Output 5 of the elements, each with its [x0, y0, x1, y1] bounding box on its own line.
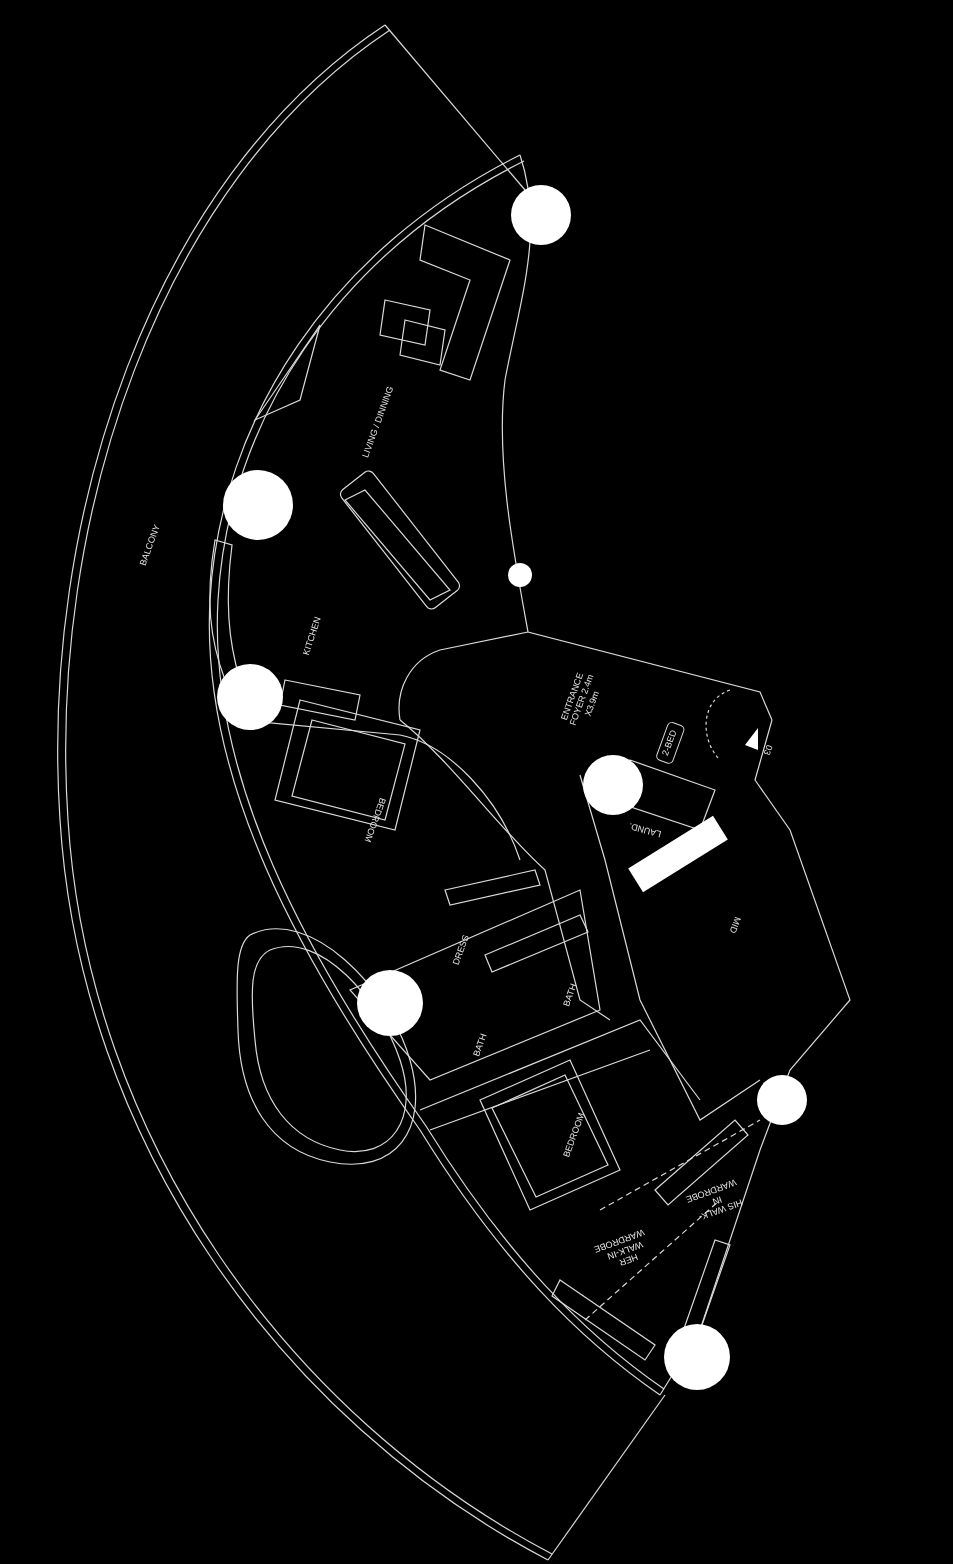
room-label: BATH — [471, 1032, 489, 1058]
room-label: MID — [727, 915, 743, 935]
room-label: LAUND. — [627, 820, 663, 840]
room-label: 03 — [761, 743, 775, 757]
room-label: BATH — [561, 982, 579, 1008]
